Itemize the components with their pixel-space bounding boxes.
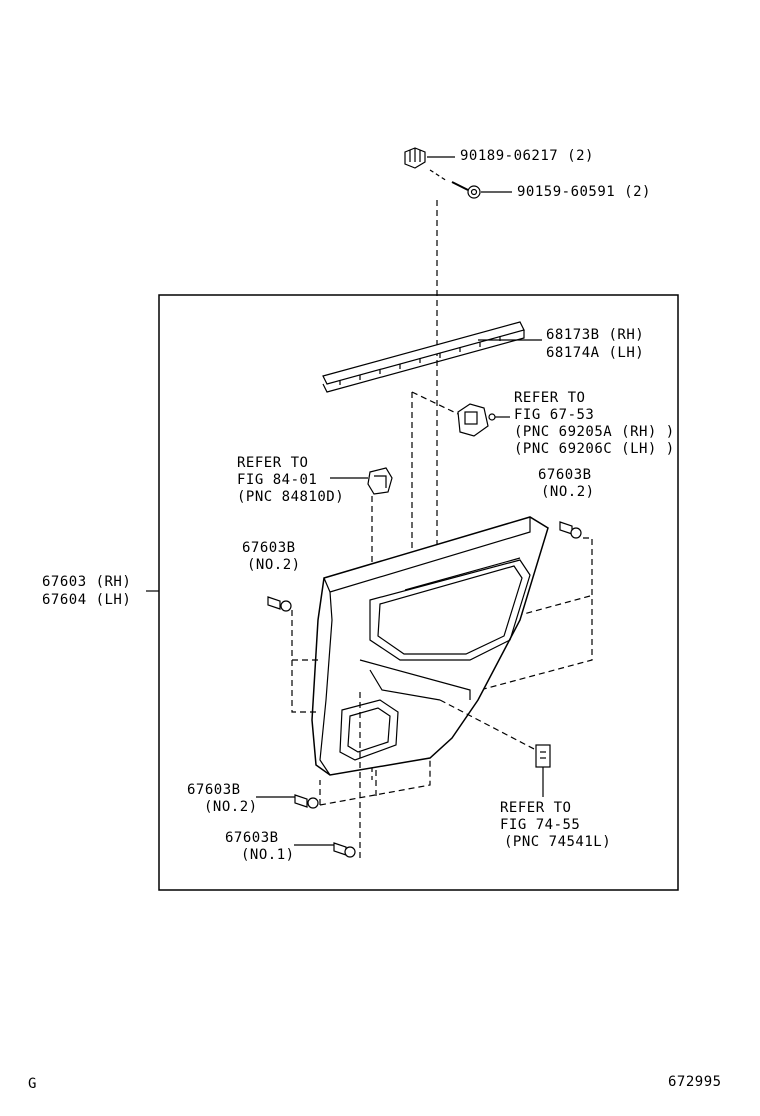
- lamp-ref-line2: FIG 84-01: [237, 472, 318, 488]
- weatherstrip-lh-part-number: 68174A (LH): [546, 345, 645, 361]
- diagram-number: 672995: [668, 1074, 722, 1090]
- inner-handle-icon: [457, 403, 496, 437]
- screw-icon: [451, 181, 481, 199]
- clip-right-note: (NO.2): [541, 484, 595, 500]
- clip-bottom-no1-note: (NO.1): [241, 847, 295, 863]
- handle-ref-line4: (PNC 69206C (LH) ): [514, 441, 675, 457]
- weatherstrip-rh-part-number: 68173B (RH): [546, 327, 645, 343]
- weatherstrip-icon: [322, 321, 525, 393]
- clip-bottom-no1-icon: [333, 842, 356, 858]
- clip-right-part-number: 67603B: [538, 467, 592, 483]
- top-clip-part-number: 90189-06217 (2): [460, 148, 594, 164]
- top-screw-part-number: 90159-60591 (2): [517, 184, 651, 200]
- lamp-ref-line1: REFER TO: [237, 455, 309, 471]
- clip-bottom-no2-icon: [294, 794, 319, 809]
- clip-bottom-no2-note: (NO.2): [204, 799, 258, 815]
- switch-ref-line2: FIG 74-55: [500, 817, 581, 833]
- panel-lh-part-number: 67604 (LH): [42, 592, 132, 608]
- handle-ref-line1: REFER TO: [514, 390, 586, 406]
- clip-bottom-no2-part-number: 67603B: [187, 782, 241, 798]
- clip-bottom-no1-part-number: 67603B: [225, 830, 279, 846]
- window-switch-icon: [535, 744, 551, 768]
- handle-ref-line2: FIG 67-53: [514, 407, 595, 423]
- panel-rh-part-number: 67603 (RH): [42, 574, 132, 590]
- clip-right-icon: [559, 521, 582, 539]
- assembly-frame: [158, 294, 679, 891]
- handle-ref-line3: (PNC 69205A (RH) ): [514, 424, 675, 440]
- clip-left-part-number: 67603B: [242, 540, 296, 556]
- clip-left-icon: [267, 596, 292, 612]
- lamp-ref-line3: (PNC 84810D): [237, 489, 345, 505]
- footer-code: G: [28, 1076, 37, 1092]
- door-panel-icon: [311, 516, 549, 776]
- top-clip-icon: [404, 147, 426, 169]
- courtesy-lamp-icon: [367, 467, 393, 495]
- clip-left-note: (NO.2): [247, 557, 301, 573]
- switch-ref-line3: (PNC 74541L): [504, 834, 612, 850]
- switch-ref-line1: REFER TO: [500, 800, 572, 816]
